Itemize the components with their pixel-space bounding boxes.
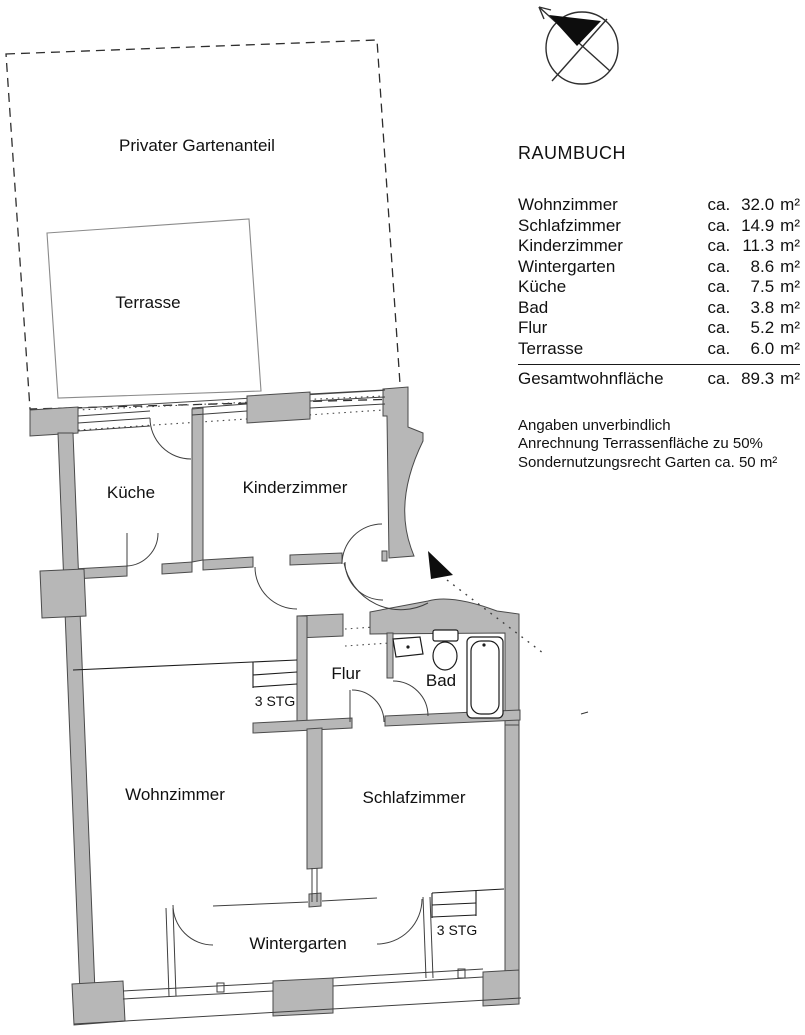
raumbuch-row: Wohnzimmer ca. 32.0 m² <box>518 195 800 216</box>
terrace-label: Terrasse <box>115 293 180 312</box>
toilet-tank-icon <box>432 629 459 642</box>
room-label-kinderzimmer: Kinderzimmer <box>243 478 348 497</box>
stairs-right-label: 3 STG <box>437 922 477 938</box>
note-line: Angaben unverbindlich <box>518 416 671 434</box>
raumbuch-row: Küche ca. 7.5 m² <box>518 277 800 298</box>
room-label-flur: Flur <box>331 664 361 683</box>
room-name: Bad <box>518 297 549 317</box>
bathroom-fixtures <box>392 629 504 719</box>
raumbuch-title: RAUMBUCH <box>518 143 627 163</box>
area-unit: m² <box>780 369 800 388</box>
stairs-left <box>72 659 298 688</box>
garden-label: Privater Gartenanteil <box>119 136 275 155</box>
stairs-right <box>431 888 505 918</box>
room-area: 8.6 <box>750 256 775 276</box>
area-unit: m² <box>780 297 800 317</box>
note-line: Anrechnung Terrassenfläche zu 50% <box>518 435 763 452</box>
area-unit: m² <box>780 215 800 235</box>
door-arcs <box>126 417 429 946</box>
raumbuch-row: Flur ca. 5.2 m² <box>518 318 800 339</box>
raumbuch-row: Kinderzimmer ca. 11.3 m² <box>518 236 800 257</box>
room-name: Schlafzimmer <box>518 215 621 235</box>
total-divider <box>518 364 800 365</box>
room-name: Wintergarten <box>518 256 616 276</box>
area-unit: m² <box>780 277 800 296</box>
room-name: Küche <box>518 277 567 296</box>
total-label: Gesamtwohnfläche <box>518 369 664 388</box>
area-unit: m² <box>780 318 800 337</box>
total-area: 89.3 <box>741 369 775 388</box>
area-unit: m² <box>780 256 800 276</box>
ca-prefix: ca. <box>707 297 731 317</box>
raumbuch-total-row: Gesamtwohnfläche ca. 89.3 m² <box>518 369 800 390</box>
stairs-left-label: 3 STG <box>255 693 295 709</box>
room-area: 5.2 <box>750 318 775 337</box>
room-label-kueche: Küche <box>107 483 155 502</box>
note-line: Sondernutzungsrecht Garten ca. 50 m² <box>518 453 778 471</box>
room-label-bad: Bad <box>426 671 456 690</box>
room-area: 3.8 <box>750 297 775 317</box>
ca-prefix: ca. <box>707 215 731 235</box>
room-area: 32.0 <box>741 195 775 214</box>
room-name: Terrasse <box>518 338 584 358</box>
room-area: 11.3 <box>742 236 775 255</box>
room-name: Wohnzimmer <box>518 195 618 214</box>
room-label-wintergarten: Wintergarten <box>249 934 346 953</box>
room-name: Flur <box>518 318 548 337</box>
stray-tick <box>580 711 589 715</box>
ca-prefix: ca. <box>707 236 731 255</box>
ca-prefix: ca. <box>707 318 731 337</box>
area-unit: m² <box>780 236 800 255</box>
ca-prefix: ca. <box>707 369 731 388</box>
room-area: 14.9 <box>741 215 775 235</box>
room-name: Kinderzimmer <box>518 236 623 255</box>
room-area: 6.0 <box>750 338 775 358</box>
raumbuch-notes: Angaben unverbindlich Anrechnung Terrass… <box>518 417 800 473</box>
ca-prefix: ca. <box>707 195 731 214</box>
entrance-arrow-icon <box>428 551 544 654</box>
room-area: 7.5 <box>750 277 775 296</box>
windows <box>73 389 522 1025</box>
room-label-schlafzimmer: Schlafzimmer <box>363 788 466 807</box>
ca-prefix: ca. <box>707 338 731 358</box>
room-label-wohnzimmer: Wohnzimmer <box>125 785 225 804</box>
walls <box>29 386 521 1026</box>
toilet-icon <box>432 641 458 671</box>
area-unit: m² <box>780 338 800 358</box>
terrace-projection-dotted-lines <box>76 395 391 647</box>
raumbuch-panel: RAUMBUCH Wohnzimmer ca. 32.0 m² Schlafzimm… <box>518 143 800 472</box>
ca-prefix: ca. <box>707 256 731 276</box>
ca-prefix: ca. <box>707 277 731 296</box>
raumbuch-rows: Wohnzimmer ca. 32.0 m² Schlafzimmer ca. 14.… <box>518 195 800 359</box>
terrace-outline <box>46 218 262 399</box>
area-unit: m² <box>780 195 800 214</box>
north-compass-icon <box>538 6 619 85</box>
